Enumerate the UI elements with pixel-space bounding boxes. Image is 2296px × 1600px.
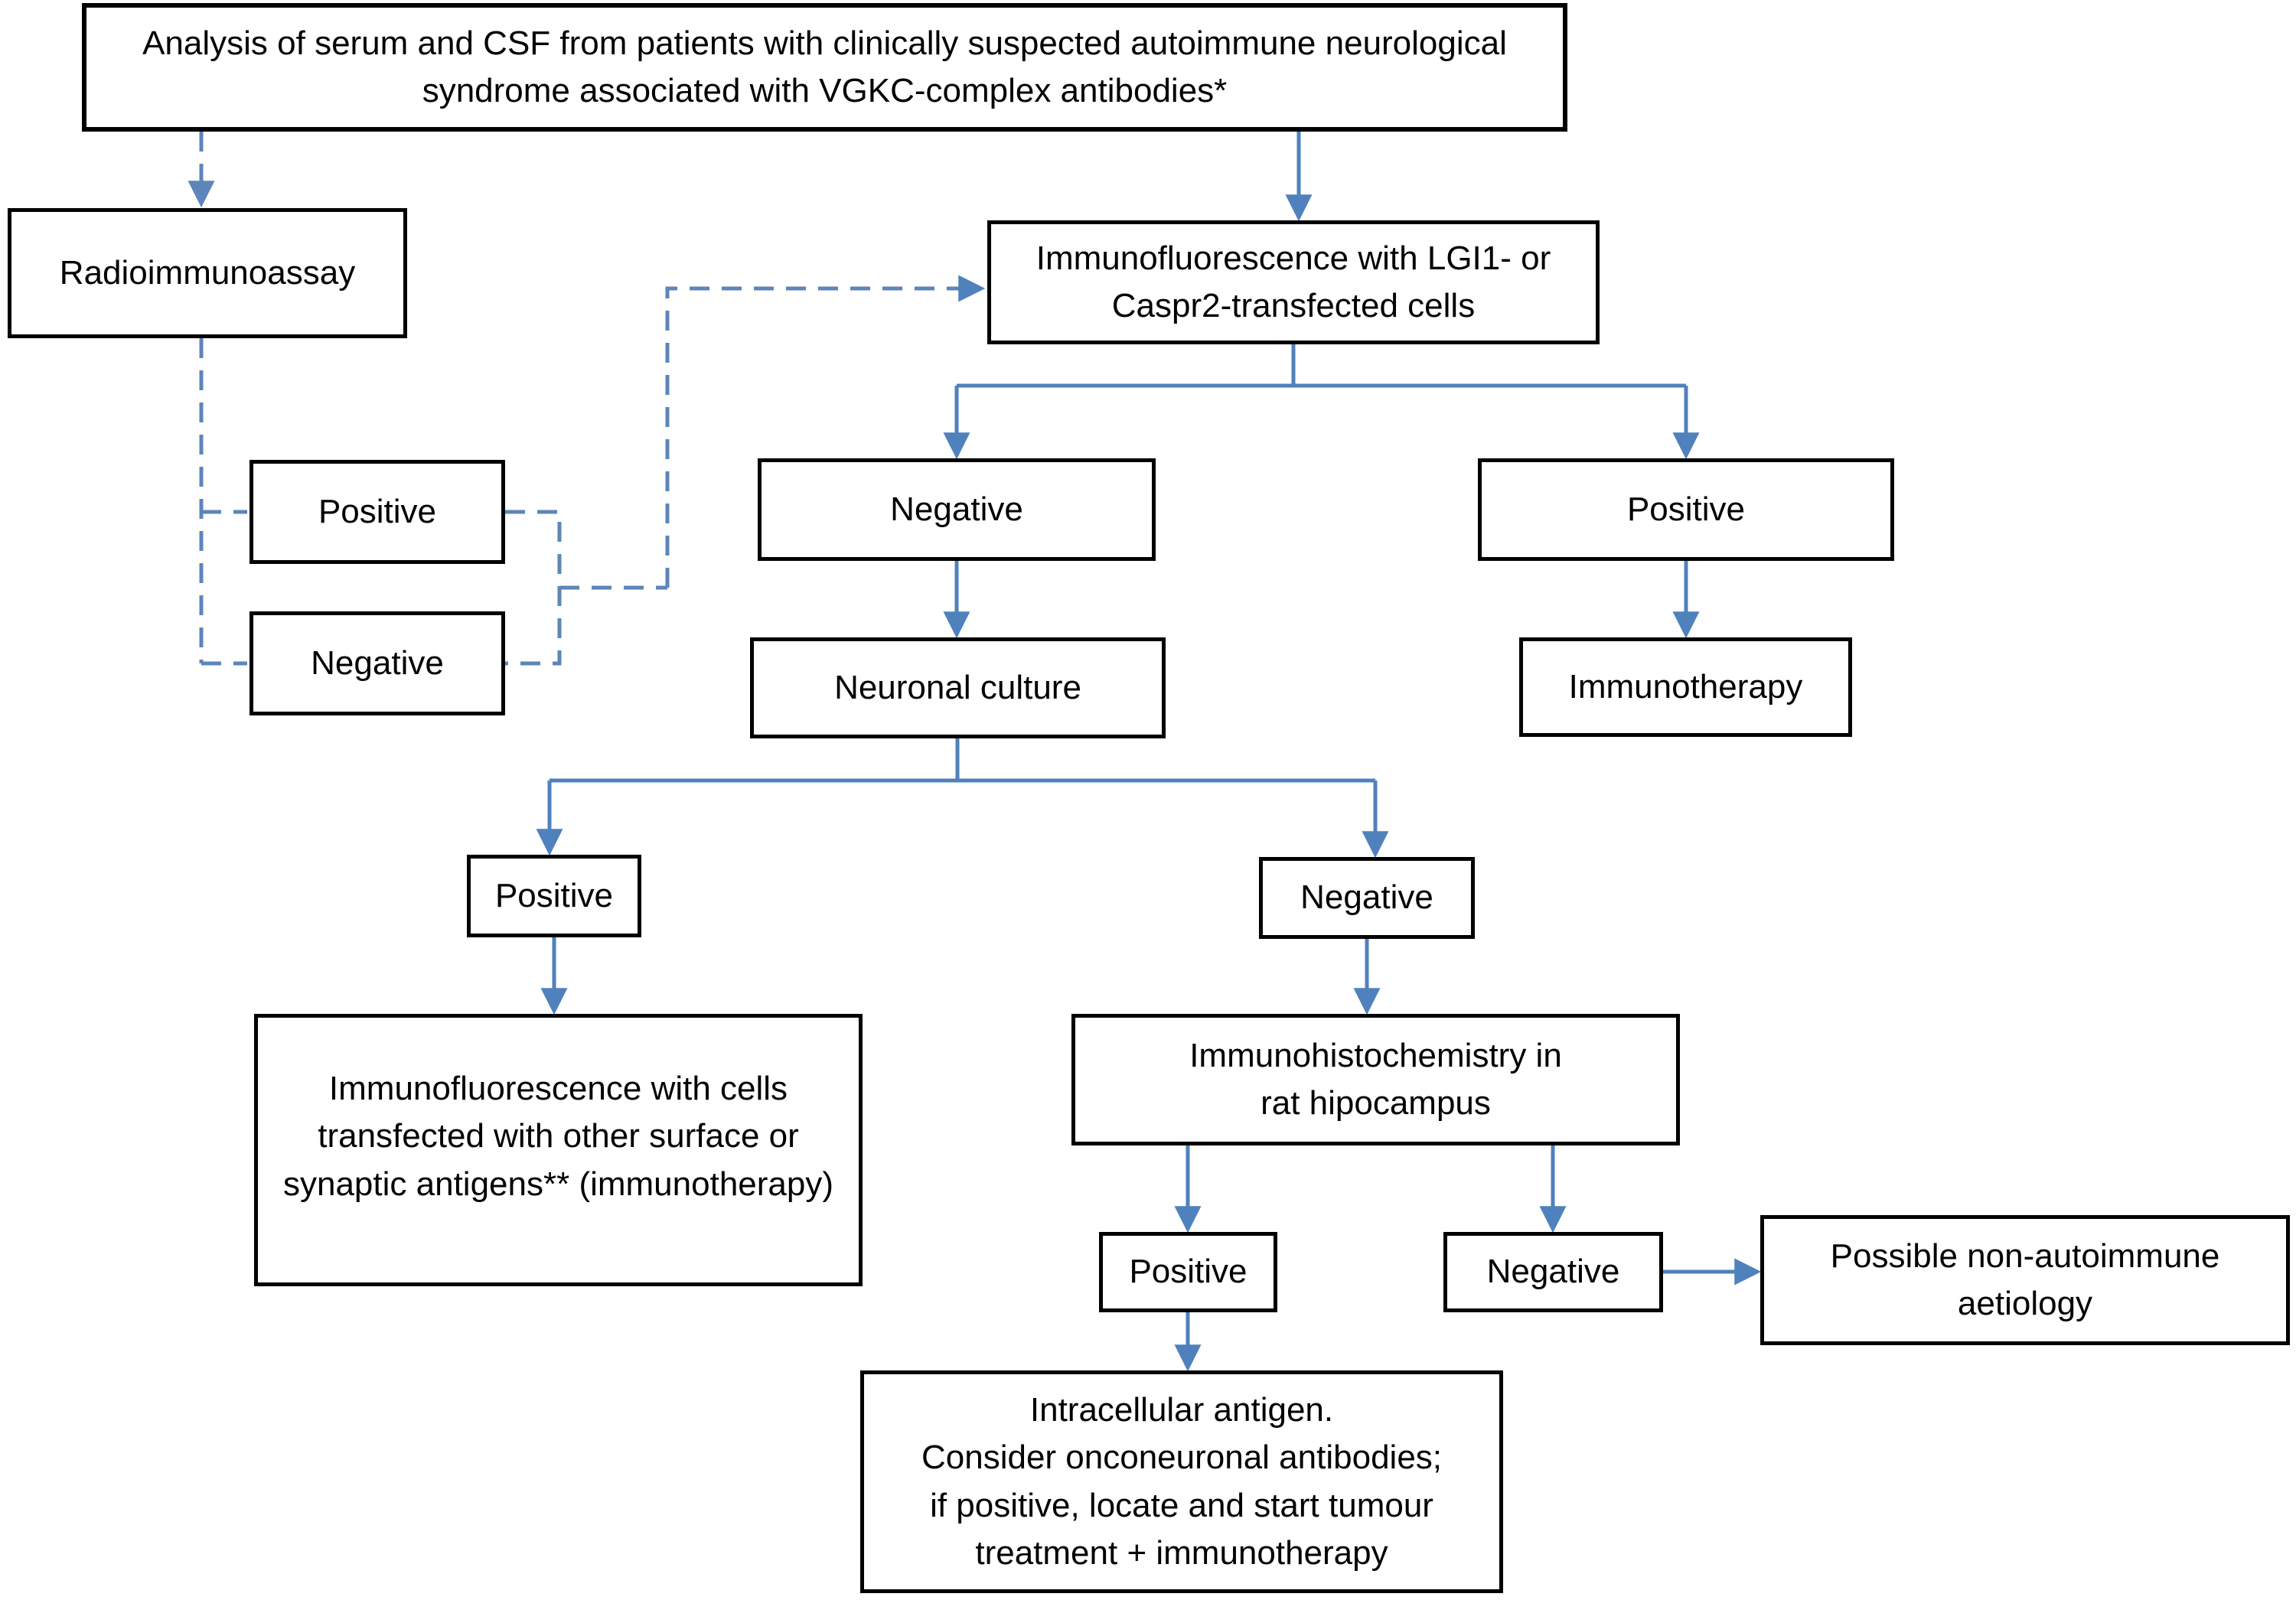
node-neuronal-negative: Negative [1259, 857, 1475, 939]
node-analysis: Analysis of serum and CSF from patients … [82, 3, 1567, 132]
node-neuronal-culture: Neuronal culture [750, 637, 1166, 738]
node-non-autoimmune: Possible non-autoimmune aetiology [1760, 1215, 2290, 1345]
node-analysis-line: syndrome associated with VGKC-complex an… [422, 72, 1228, 109]
edge-ria-results-merge [505, 510, 562, 666]
node-radioimmunoassay: Radioimmunoassay [8, 208, 407, 338]
node-immunohistochemistry-line: rat hipocampus [1261, 1084, 1491, 1122]
node-if-other-line: transfected with other surface or [318, 1117, 799, 1155]
node-neuronal-culture-label: Neuronal culture [834, 668, 1081, 706]
node-intracellular-line: Intracellular antigen. [1029, 1390, 1334, 1429]
node-neuronal-positive: Positive [467, 855, 641, 937]
node-ria-positive-label: Positive [318, 492, 437, 530]
node-neuronal-positive-label: Positive [494, 876, 614, 914]
node-if-positive-label: Positive [1626, 490, 1746, 528]
node-intracellular-line: if positive, locate and start tumour [930, 1486, 1433, 1524]
node-ihc-positive-label: Positive [1129, 1253, 1247, 1291]
node-if-other-line: Immunofluorescence with cells [328, 1070, 788, 1107]
node-immunofluorescence-line: Caspr2-transfected cells [1111, 287, 1476, 324]
node-ihc-negative: Negative [1443, 1232, 1663, 1312]
node-immunotherapy-label: Immunotherapy [1568, 667, 1803, 705]
node-intracellular: Intracellular antigen. Consider onconeur… [860, 1370, 1503, 1593]
node-immunohistochemistry-line: Immunohistochemistry in [1189, 1036, 1562, 1074]
node-radioimmunoassay-label: Radioimmunoassay [59, 253, 356, 292]
node-ria-positive: Positive [249, 460, 505, 564]
node-if-negative-label: Negative [890, 490, 1023, 528]
node-if-negative: Negative [758, 458, 1156, 561]
node-intracellular-line: Consider onconeuronal antibodies; [921, 1439, 1443, 1477]
node-intracellular-line: treatment + immunotherapy [975, 1533, 1388, 1572]
node-non-autoimmune-line: Possible non-autoimmune [1830, 1237, 2220, 1275]
node-neuronal-negative-label: Negative [1300, 878, 1433, 917]
node-ria-negative: Negative [249, 611, 505, 715]
node-immunotherapy: Immunotherapy [1519, 637, 1852, 737]
node-if-other-antigens: Immunofluorescence with cells transfecte… [254, 1014, 863, 1286]
node-if-other-line: synaptic antigens** (immunotherapy) [282, 1165, 834, 1203]
node-analysis-line: Analysis of serum and CSF from patients … [142, 24, 1507, 62]
node-immunofluorescence-line: Immunofluorescence with LGI1- or [1035, 239, 1551, 277]
node-immunohistochemistry: Immunohistochemistry in rat hipocampus [1071, 1014, 1680, 1145]
node-ihc-negative-label: Negative [1486, 1253, 1620, 1291]
node-ria-negative-label: Negative [311, 644, 444, 682]
node-if-positive: Positive [1478, 458, 1894, 561]
edge-neuronal-branch [550, 738, 1375, 783]
edge-if-branch [957, 344, 1686, 388]
node-immunofluorescence-transfected: Immunofluorescence with LGI1- or Caspr2-… [987, 220, 1600, 344]
node-ihc-positive: Positive [1099, 1232, 1277, 1312]
node-non-autoimmune-line: aetiology [1957, 1285, 2093, 1322]
